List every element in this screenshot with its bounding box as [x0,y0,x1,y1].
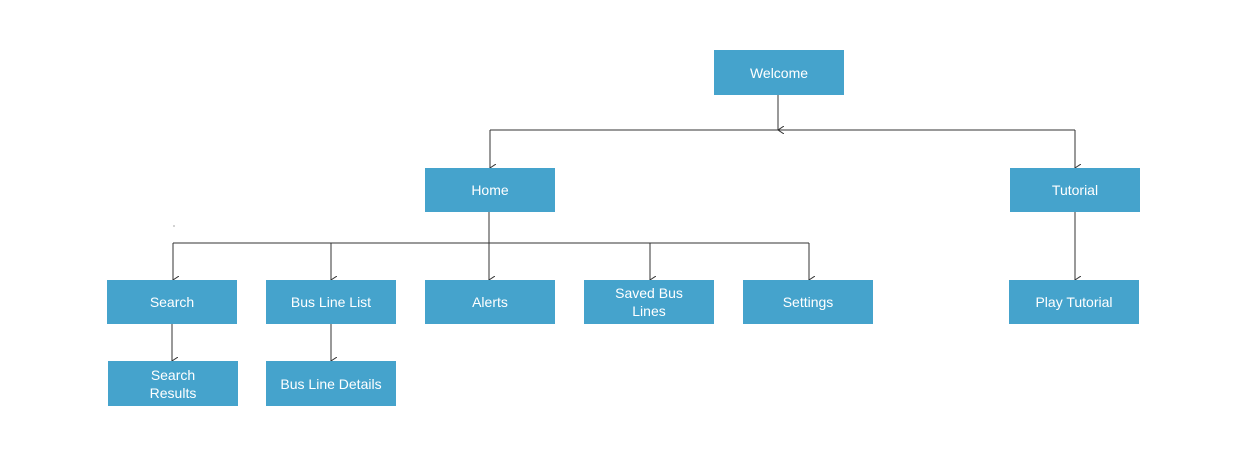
node-settings: Settings [743,280,873,324]
node-home-label: Home [471,182,509,198]
node-tutorial: Tutorial [1010,168,1140,212]
node-welcome: Welcome [714,50,844,95]
node-alerts-label: Alerts [472,294,508,310]
node-saved-bus-lines-label: Saved Bus Lines [615,285,683,319]
node-home: Home [425,168,555,212]
node-play-tutorial: Play Tutorial [1009,280,1139,324]
node-bus-line-details-label: Bus Line Details [280,375,382,392]
node-search-results-label: Search Results [149,366,197,401]
node-bus-line-details: Bus Line Details [266,361,396,406]
node-welcome-label: Welcome [749,64,809,81]
node-alerts: Alerts [425,280,555,324]
node-bus-line-list: Bus Line List [266,280,396,324]
node-settings-label: Settings [782,294,834,310]
stray-dot [173,225,175,227]
node-bus-line-list-label: Bus Line List [290,294,372,310]
node-saved-bus-lines: Saved Bus Lines [584,280,714,324]
node-search-results: Search Results [108,361,238,406]
node-play-tutorial-label: Play Tutorial [1035,294,1113,310]
node-search-label: Search [149,294,195,310]
node-search: Search [107,280,237,324]
node-tutorial-label: Tutorial [1051,182,1099,198]
